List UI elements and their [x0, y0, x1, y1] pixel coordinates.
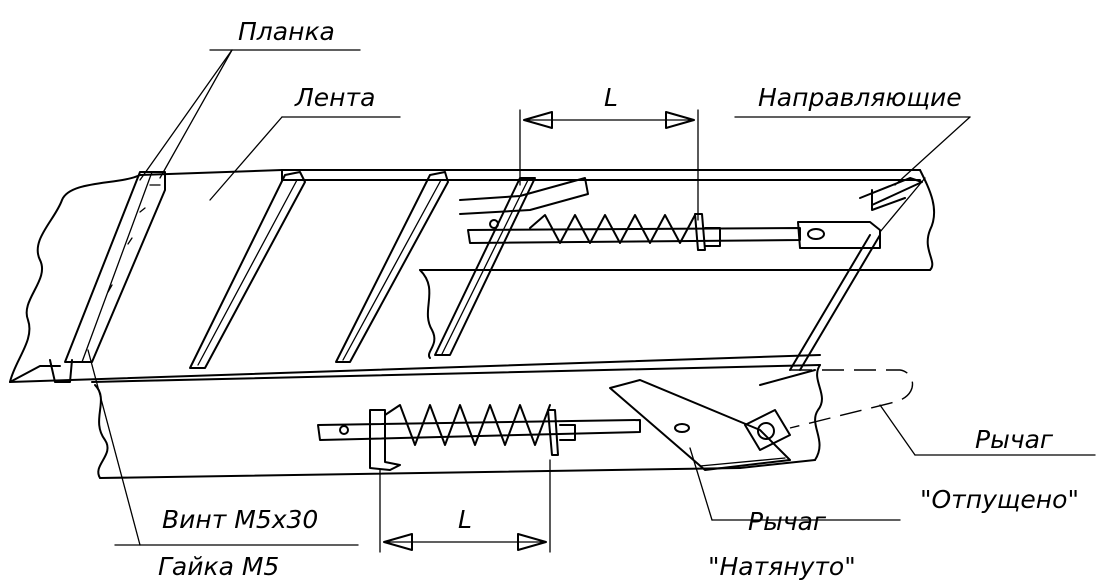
dimension-bottom	[379, 459, 551, 553]
label-dim-bottom: L	[458, 505, 472, 534]
clamp-bar	[49, 171, 166, 383]
lever	[609, 369, 914, 471]
label-lenta: Лента	[294, 83, 375, 112]
lower-spring	[317, 404, 641, 471]
label-otpuscheno: "Отпущено"	[920, 485, 1079, 514]
label-natyanuto: "Натянуто"	[708, 552, 856, 581]
guide-block	[459, 177, 923, 215]
belt-band	[9, 169, 936, 383]
cross-rods	[189, 171, 536, 369]
label-planka: Планка	[238, 17, 335, 46]
leader-lines	[87, 49, 1096, 546]
label-napravlyayuschie: Направляющие	[758, 83, 962, 112]
label-gaika: Гайка М5	[158, 552, 279, 581]
upper-spring	[467, 177, 926, 371]
lower-band	[91, 364, 823, 479]
label-vint: Винт М5х30	[162, 505, 318, 534]
label-rychag-otpuscheno: Рычаг	[975, 425, 1054, 454]
dimension-top	[519, 109, 699, 221]
label-rychag-natyanuto: Рычаг	[748, 507, 827, 536]
label-dim-top: L	[604, 83, 618, 112]
